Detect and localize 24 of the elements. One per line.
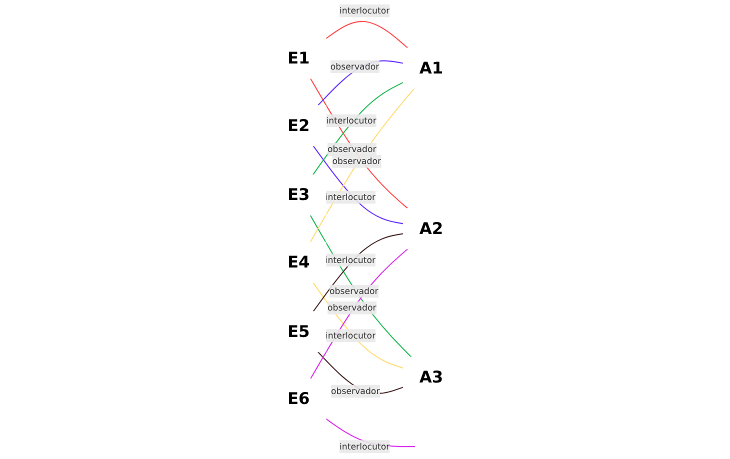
- connector: [317, 60, 403, 106]
- edge-label: observador: [332, 156, 381, 166]
- edge-label: observador: [330, 61, 379, 72]
- edge-label: observador: [327, 144, 376, 154]
- connector: [312, 233, 403, 312]
- node-text: A1: [419, 58, 443, 78]
- node-text: A3: [419, 368, 443, 387]
- edge-label: interlocutor: [339, 441, 390, 452]
- edge-label: observador: [329, 286, 378, 296]
- edge-label: interlocutor: [326, 115, 376, 126]
- edge-label: interlocutor: [339, 5, 390, 16]
- connector: [312, 82, 404, 176]
- edge-label: interlocutor: [325, 192, 376, 202]
- node-text: E1: [287, 48, 310, 68]
- node-text: E2: [287, 116, 310, 136]
- connector: [325, 20, 408, 48]
- edge-label: interlocutor: [325, 254, 376, 265]
- node-text: A2: [419, 219, 443, 238]
- node-text: E6: [287, 390, 310, 409]
- edge-label: observador: [327, 302, 376, 313]
- edge-label: interlocutor: [325, 330, 376, 340]
- connector: [312, 282, 404, 369]
- edge-label: observador: [330, 386, 380, 396]
- connector: [312, 146, 403, 224]
